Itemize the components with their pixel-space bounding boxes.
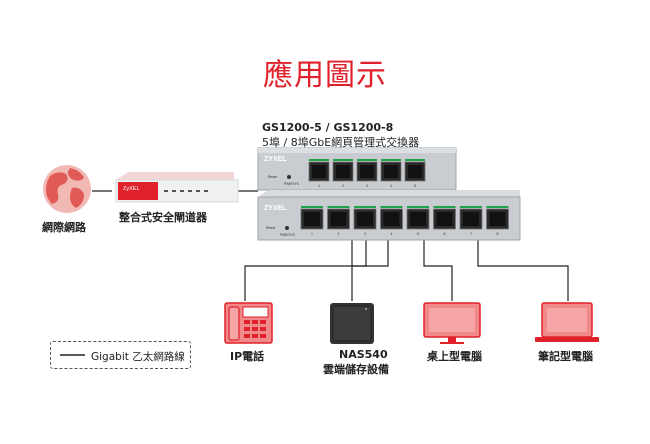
switch5-port-led — [357, 159, 377, 161]
switch5-port-led — [333, 159, 353, 161]
switch5-pwr: PWR/SYS — [284, 182, 299, 186]
nas-desc-label: 雲端儲存設備 — [323, 363, 389, 376]
gateway-device: ZyXEL — [115, 172, 239, 203]
switch8-port-number: 3 — [364, 232, 366, 236]
switch5-port-socket — [384, 165, 398, 178]
nas-model-label: NAS540 — [339, 348, 388, 361]
switch5-port-led — [405, 159, 425, 161]
switch-5-port: ZYXEL Reset PWR/SYS 1 2 3 4 5 — [257, 147, 457, 191]
legend-label: Gigabit 乙太網路線 — [91, 351, 185, 363]
switch8-port-led — [327, 206, 350, 208]
cable-nas-b — [351, 236, 389, 301]
switch5-port-socket — [360, 165, 374, 178]
nas-icon — [330, 303, 374, 344]
legend-box: Gigabit 乙太網路線 — [50, 341, 191, 369]
switch8-port-socket — [436, 212, 453, 226]
page-title: 應用圖示 — [263, 58, 387, 93]
switch8-port-number: 1 — [311, 232, 313, 236]
switch8-port-led — [433, 206, 456, 208]
switch5-port-led — [381, 159, 401, 161]
switch8-port-led — [354, 206, 376, 208]
switch-model: GS1200-5 / GS1200-8 — [262, 121, 394, 134]
ip-phone-label: IP電話 — [230, 350, 265, 363]
cable-desktop — [423, 236, 453, 301]
switch8-port-number: 7 — [470, 232, 472, 236]
switch8-reset: Reset — [266, 226, 275, 230]
cable-ip-phone — [244, 236, 353, 301]
switch5-port-led — [309, 159, 329, 161]
switch8-brand: ZYXEL — [264, 205, 287, 212]
switch5-port-number: 2 — [342, 184, 344, 188]
switch8-port-number: 2 — [338, 232, 340, 236]
switch8-port-led — [486, 206, 509, 208]
network-cables — [92, 190, 569, 301]
switch8-port-led — [301, 206, 323, 208]
ip-phone-icon — [224, 302, 273, 344]
switch5-reset: Reset — [268, 175, 277, 179]
switch8-port-socket — [357, 212, 373, 226]
switch8-port-number: 6 — [444, 232, 446, 236]
switch8-port-socket — [383, 212, 400, 226]
gateway-brand: ZyXEL — [123, 186, 140, 192]
notebook-label: 筆記型電腦 — [538, 350, 593, 363]
switch8-port-socket — [304, 212, 320, 226]
switch8-port-socket — [410, 212, 426, 226]
switch5-port-number: 1 — [318, 184, 320, 188]
internet-label: 網際網路 — [42, 221, 86, 234]
switch8-pwr: PWR/SYS — [280, 233, 295, 237]
switch8-port-number: 8 — [497, 232, 499, 236]
switch5-port-socket — [408, 165, 422, 178]
switch-description: 5埠 / 8埠GbE網頁管理式交換器 — [262, 136, 420, 149]
switch-8-port: ZYXEL Reset PWR/SYS 1 2 3 4 5 6 7 8 — [257, 190, 521, 241]
switch5-port-number: 3 — [366, 184, 368, 188]
switch5-port-socket — [336, 165, 350, 178]
switch8-port-socket — [463, 212, 479, 226]
switch8-port-number: 5 — [417, 232, 419, 236]
switch8-port-led — [407, 206, 429, 208]
switch8-ports: 1 2 3 4 5 6 7 8 — [300, 206, 509, 236]
switch5-port-socket — [312, 165, 326, 178]
switch8-port-socket — [330, 212, 347, 226]
desktop-icon — [423, 302, 481, 344]
switch5-port-number: 4 — [390, 184, 392, 188]
switch8-port-socket — [489, 212, 506, 226]
cable-notebook — [477, 236, 569, 301]
notebook-icon — [535, 302, 599, 342]
switch5-port-number: 5 — [414, 184, 416, 188]
switch5-ports: 1 2 3 4 5 — [308, 159, 426, 188]
switch5-brand: ZYXEL — [264, 156, 287, 163]
gateway-label: 整合式安全閘道器 — [119, 211, 207, 224]
globe-icon — [43, 165, 91, 213]
switch8-port-number: 4 — [391, 232, 393, 236]
switch8-port-led — [460, 206, 482, 208]
switch8-port-led — [380, 206, 403, 208]
desktop-label: 桌上型電腦 — [427, 350, 482, 363]
